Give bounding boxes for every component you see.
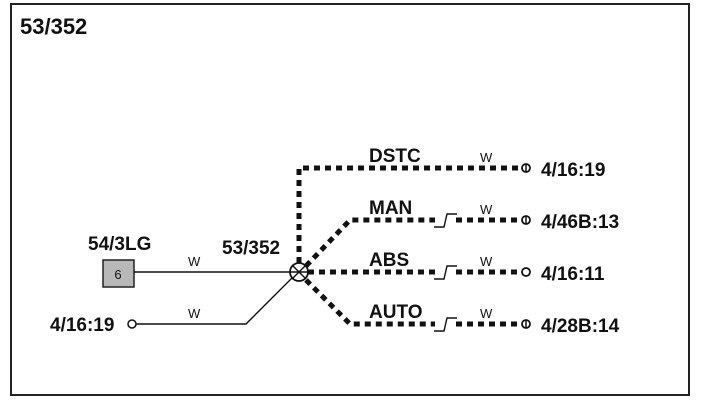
- branch-name-auto: AUTO: [369, 302, 422, 323]
- terminal-label-abs: 4/16:11: [541, 264, 605, 285]
- component-pin: 6: [114, 267, 121, 282]
- branch-wire-abs: W: [480, 254, 493, 269]
- branch-wire-auto: W: [480, 306, 493, 321]
- wire-color-lower: W: [188, 306, 201, 321]
- diagram-frame: [10, 3, 690, 396]
- branch-name-man: MAN: [369, 198, 412, 219]
- lower-input-label: 4/16:19: [50, 315, 114, 336]
- branch-name-abs: ABS: [369, 250, 409, 271]
- wire-lower-to-splice: [136, 271, 299, 325]
- connector-symbol-man: [434, 213, 457, 228]
- terminal-label-man: 4/46B:13: [541, 212, 619, 233]
- component-label: 54/3LG: [88, 234, 151, 255]
- splice-label: 53/352: [222, 238, 280, 259]
- branch-wire-man: W: [480, 202, 493, 217]
- terminal-label-auto: 4/28B:14: [541, 316, 620, 337]
- connector-symbol-auto: [434, 317, 457, 332]
- branch-wire-dstc: W: [480, 150, 493, 165]
- branch-name-dstc: DSTC: [369, 146, 421, 167]
- wire-color-upper: W: [188, 254, 201, 269]
- branch-line-dstc: [296, 165, 522, 263]
- diagram-title: 53/352: [20, 14, 87, 39]
- terminal-abs: [521, 267, 531, 277]
- terminal-label-dstc: 4/16:19: [541, 160, 605, 181]
- component-box: [102, 259, 135, 288]
- connector-symbol-abs: [434, 265, 457, 280]
- lower-input-terminal: [127, 319, 137, 329]
